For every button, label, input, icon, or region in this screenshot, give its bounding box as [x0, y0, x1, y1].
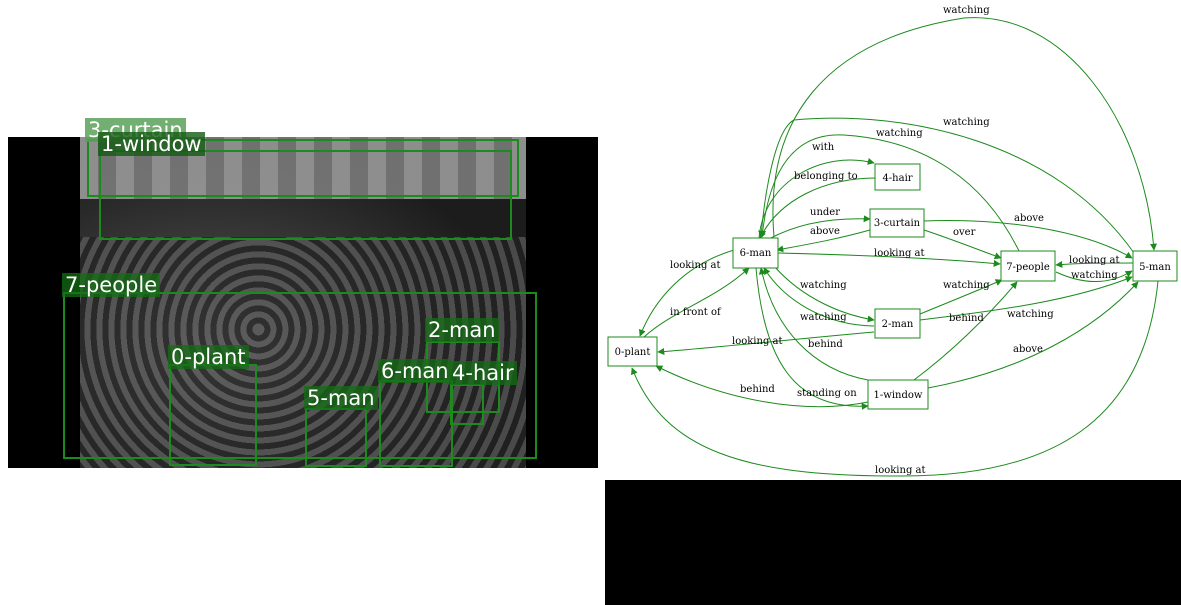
edge-6man-5man-watching: [772, 17, 1158, 251]
edge-1window-6man-behind: [758, 267, 869, 381]
edge-label: over: [953, 227, 976, 238]
empty-panel: [605, 480, 1181, 605]
bbox-5-man: [305, 408, 367, 467]
node-label: 4-hair: [882, 173, 912, 184]
node-label: 0-plant: [615, 347, 651, 358]
node-label: 3-curtain: [874, 218, 921, 229]
bbox-label-6-man: 6-man: [378, 359, 452, 383]
edge-label: watching: [800, 280, 847, 291]
edge-5man-0plant-looking: [631, 280, 1159, 477]
edge-5man-7people-looking: [1055, 260, 1134, 268]
edge-labels: watching watching watching with belongin…: [670, 5, 1120, 476]
edge-label: looking at: [1069, 255, 1120, 266]
graph-nodes: 4-hair 3-curtain 6-man 7-people 5-man 2-…: [607, 163, 1178, 410]
edge-0plant-6man-infront: [643, 267, 750, 338]
edge-label: above: [1014, 213, 1044, 224]
edge-1window-7people-behind: [913, 281, 1018, 381]
node-label: 2-man: [882, 319, 914, 330]
edge-label: above: [810, 226, 840, 237]
edge-5man-6man-watching: [758, 117, 1135, 254]
edge-4hair-6man-belonging: [759, 177, 877, 239]
edge-label: watching: [876, 128, 923, 139]
edge-label: looking at: [670, 260, 721, 271]
bbox-4-hair: [450, 384, 484, 425]
edge-label: under: [810, 207, 840, 218]
edge-6man-1window-standing: [755, 267, 869, 410]
bbox-label-2-man: 2-man: [425, 318, 499, 342]
edge-label: with: [812, 142, 835, 153]
node-1-window: 1-window: [867, 379, 929, 410]
edge-label: standing on: [797, 388, 857, 399]
edge-label: looking at: [874, 248, 925, 259]
edge-6man-4hair-with: [758, 158, 875, 239]
scene-photo: [8, 137, 598, 468]
node-3-curtain: 3-curtain: [869, 208, 925, 238]
node-4-hair: 4-hair: [874, 163, 921, 191]
edge-label: looking at: [732, 336, 783, 347]
bbox-label-1-window: 1-window: [98, 132, 205, 156]
edge-label: in front of: [670, 307, 722, 318]
node-label: 6-man: [740, 248, 772, 259]
edge-2man-7people-watching: [919, 279, 1003, 315]
bbox-6-man: [379, 380, 453, 467]
edge-6man-7people-looking: [777, 252, 1001, 267]
edge-label: watching: [1007, 309, 1054, 320]
bbox-label-0-plant: 0-plant: [168, 345, 249, 369]
bbox-7-people: [63, 292, 537, 459]
node-7-people: 7-people: [1000, 250, 1056, 282]
scene-graph: watching watching watching with belongin…: [607, 5, 1178, 477]
edge-label: watching: [1071, 270, 1118, 281]
edge-label: watching: [943, 117, 990, 128]
edge-7people-6man-watching: [759, 134, 1020, 252]
edge-3curtain-6man-above: [776, 229, 871, 253]
edge-3curtain-5man-above: [923, 220, 1133, 259]
edge-1window-5man-above: [927, 281, 1139, 389]
edge-label: watching: [800, 312, 847, 323]
node-5-man: 5-man: [1132, 250, 1178, 282]
edge-2man-0plant-looking: [657, 331, 875, 356]
node-label: 1-window: [874, 390, 923, 401]
bbox-label-5-man: 5-man: [304, 386, 378, 410]
edge-label: above: [1013, 344, 1043, 355]
edge-6man-0plant-looking: [639, 249, 735, 337]
node-0-plant: 0-plant: [607, 336, 658, 367]
edge-label: behind: [949, 313, 984, 324]
edge-2man-6man-watching: [763, 267, 875, 327]
node-label: 5-man: [1139, 262, 1171, 273]
edge-label: looking at: [875, 465, 926, 476]
bbox-label-4-hair: 4-hair: [449, 361, 517, 385]
edge-label: watching: [943, 5, 990, 16]
edge-6man-2man-watching: [773, 265, 875, 323]
bbox-3-curtain: [87, 139, 519, 197]
edge-2man-5man-watching: [919, 276, 1133, 321]
graph-edges: [631, 17, 1159, 477]
edge-3curtain-7people-over: [923, 229, 1002, 260]
node-2-man: 2-man: [874, 308, 921, 339]
bbox-0-plant: [169, 364, 257, 466]
edge-label: behind: [740, 384, 775, 395]
bbox-label-7-people: 7-people: [62, 273, 161, 297]
edge-label: behind: [808, 339, 843, 350]
node-label: 7-people: [1006, 262, 1050, 273]
edge-6man-3curtain-under: [768, 215, 871, 240]
bbox-1-window: [99, 150, 512, 240]
edge-label: watching: [943, 280, 990, 291]
edge-label: belonging to: [794, 171, 858, 182]
node-6-man: 6-man: [732, 237, 779, 269]
edge-7people-5man-watching: [1055, 270, 1133, 283]
